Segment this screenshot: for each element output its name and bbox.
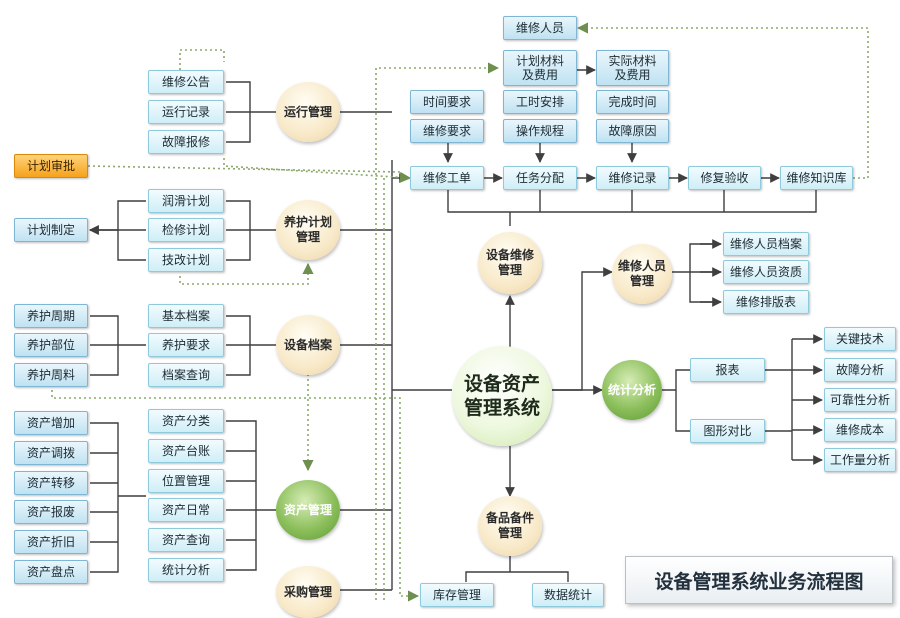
box-asset-query[interactable]: 资产查询 xyxy=(148,528,224,552)
hub-spare-parts[interactable]: 备品备件 管理 xyxy=(478,496,542,556)
box-workload-analysis[interactable]: 工作量分析 xyxy=(824,448,896,472)
box-operating-procedure[interactable]: 操作规程 xyxy=(503,119,577,143)
box-plan-review[interactable]: 计划审批 xyxy=(14,154,88,178)
box-archive-query[interactable]: 档案查询 xyxy=(148,363,224,387)
hub-repair-staff[interactable]: 维修人员 管理 xyxy=(612,244,672,304)
box-task-assign[interactable]: 任务分配 xyxy=(503,166,577,190)
box-asset-transfer[interactable]: 资产转移 xyxy=(14,471,88,495)
box-staff-archive[interactable]: 维修人员档案 xyxy=(723,232,809,256)
box-maintenance-cycle[interactable]: 养护周期 xyxy=(14,304,88,328)
box-plan-make[interactable]: 计划制定 xyxy=(14,218,88,242)
hub-asset-management[interactable]: 资产管理 xyxy=(276,480,340,540)
hub-equipment-archive[interactable]: 设备档案 xyxy=(276,315,340,375)
box-inspection-plan[interactable]: 检修计划 xyxy=(148,218,224,242)
hub-purchase-management[interactable]: 采购管理 xyxy=(276,566,340,618)
box-time-requirement[interactable]: 时间要求 xyxy=(410,90,484,114)
hub-maintenance-plan[interactable]: 养护计划 管理 xyxy=(276,200,340,260)
box-location-management[interactable]: 位置管理 xyxy=(148,469,224,493)
box-graph-compare[interactable]: 图形对比 xyxy=(690,419,765,443)
box-maintenance-material[interactable]: 养护周料 xyxy=(14,363,88,387)
box-work-order[interactable]: 维修工单 xyxy=(410,166,484,190)
box-maintenance-part[interactable]: 养护部位 xyxy=(14,333,88,357)
box-asset-category[interactable]: 资产分类 xyxy=(148,409,224,433)
box-staff-schedule[interactable]: 维修排版表 xyxy=(723,290,809,314)
box-asset-depreciation[interactable]: 资产折旧 xyxy=(14,530,88,554)
box-staff-qualification[interactable]: 维修人员资质 xyxy=(723,260,809,284)
box-repair-record[interactable]: 维修记录 xyxy=(596,166,669,190)
box-actual-material-cost[interactable]: 实际材料 及费用 xyxy=(596,50,669,86)
box-reliability-analysis[interactable]: 可靠性分析 xyxy=(824,388,896,412)
diagram-title: 设备管理系统业务流程图 xyxy=(625,556,893,604)
box-fault-analysis[interactable]: 故障分析 xyxy=(824,358,896,382)
box-renovation-plan[interactable]: 技改计划 xyxy=(148,248,224,272)
box-asset-inventory[interactable]: 资产盘点 xyxy=(14,560,88,584)
box-asset-scrap[interactable]: 资产报废 xyxy=(14,500,88,524)
box-asset-add[interactable]: 资产增加 xyxy=(14,411,88,435)
hub-equipment-repair[interactable]: 设备维修 管理 xyxy=(478,232,542,294)
box-finish-time[interactable]: 完成时间 xyxy=(596,90,669,114)
box-fault-cause[interactable]: 故障原因 xyxy=(596,119,669,143)
box-planned-material-cost[interactable]: 计划材料 及费用 xyxy=(503,50,577,86)
box-work-hours[interactable]: 工时安排 xyxy=(503,90,577,114)
box-key-technology[interactable]: 关键技术 xyxy=(824,327,896,351)
box-data-statistics[interactable]: 数据统计 xyxy=(532,583,604,607)
box-maintenance-notice[interactable]: 维修公告 xyxy=(148,70,224,94)
hub-statistics[interactable]: 统计分析 xyxy=(602,360,662,420)
box-repair-staff-top[interactable]: 维修人员 xyxy=(503,16,577,40)
box-repair-requirement[interactable]: 维修要求 xyxy=(410,119,484,143)
hub-run-management[interactable]: 运行管理 xyxy=(276,82,340,142)
box-report[interactable]: 报表 xyxy=(690,358,765,382)
box-basic-archive[interactable]: 基本档案 xyxy=(148,304,224,328)
box-asset-daily[interactable]: 资产日常 xyxy=(148,498,224,522)
box-operation-record[interactable]: 运行记录 xyxy=(148,100,224,124)
box-fault-report[interactable]: 故障报修 xyxy=(148,130,224,154)
box-asset-allocate[interactable]: 资产调拨 xyxy=(14,441,88,465)
box-statistics-analysis[interactable]: 统计分析 xyxy=(148,558,224,582)
central-system-node[interactable]: 设备资产 管理系统 xyxy=(452,346,552,446)
box-lubrication-plan[interactable]: 润滑计划 xyxy=(148,189,224,213)
box-repair-acceptance[interactable]: 修复验收 xyxy=(688,166,761,190)
box-repair-cost[interactable]: 维修成本 xyxy=(824,418,896,442)
box-inventory-management[interactable]: 库存管理 xyxy=(420,583,494,607)
box-repair-knowledge-base[interactable]: 维修知识库 xyxy=(780,166,853,190)
box-maintenance-requirement[interactable]: 养护要求 xyxy=(148,333,224,357)
box-asset-ledger[interactable]: 资产台账 xyxy=(148,439,224,463)
